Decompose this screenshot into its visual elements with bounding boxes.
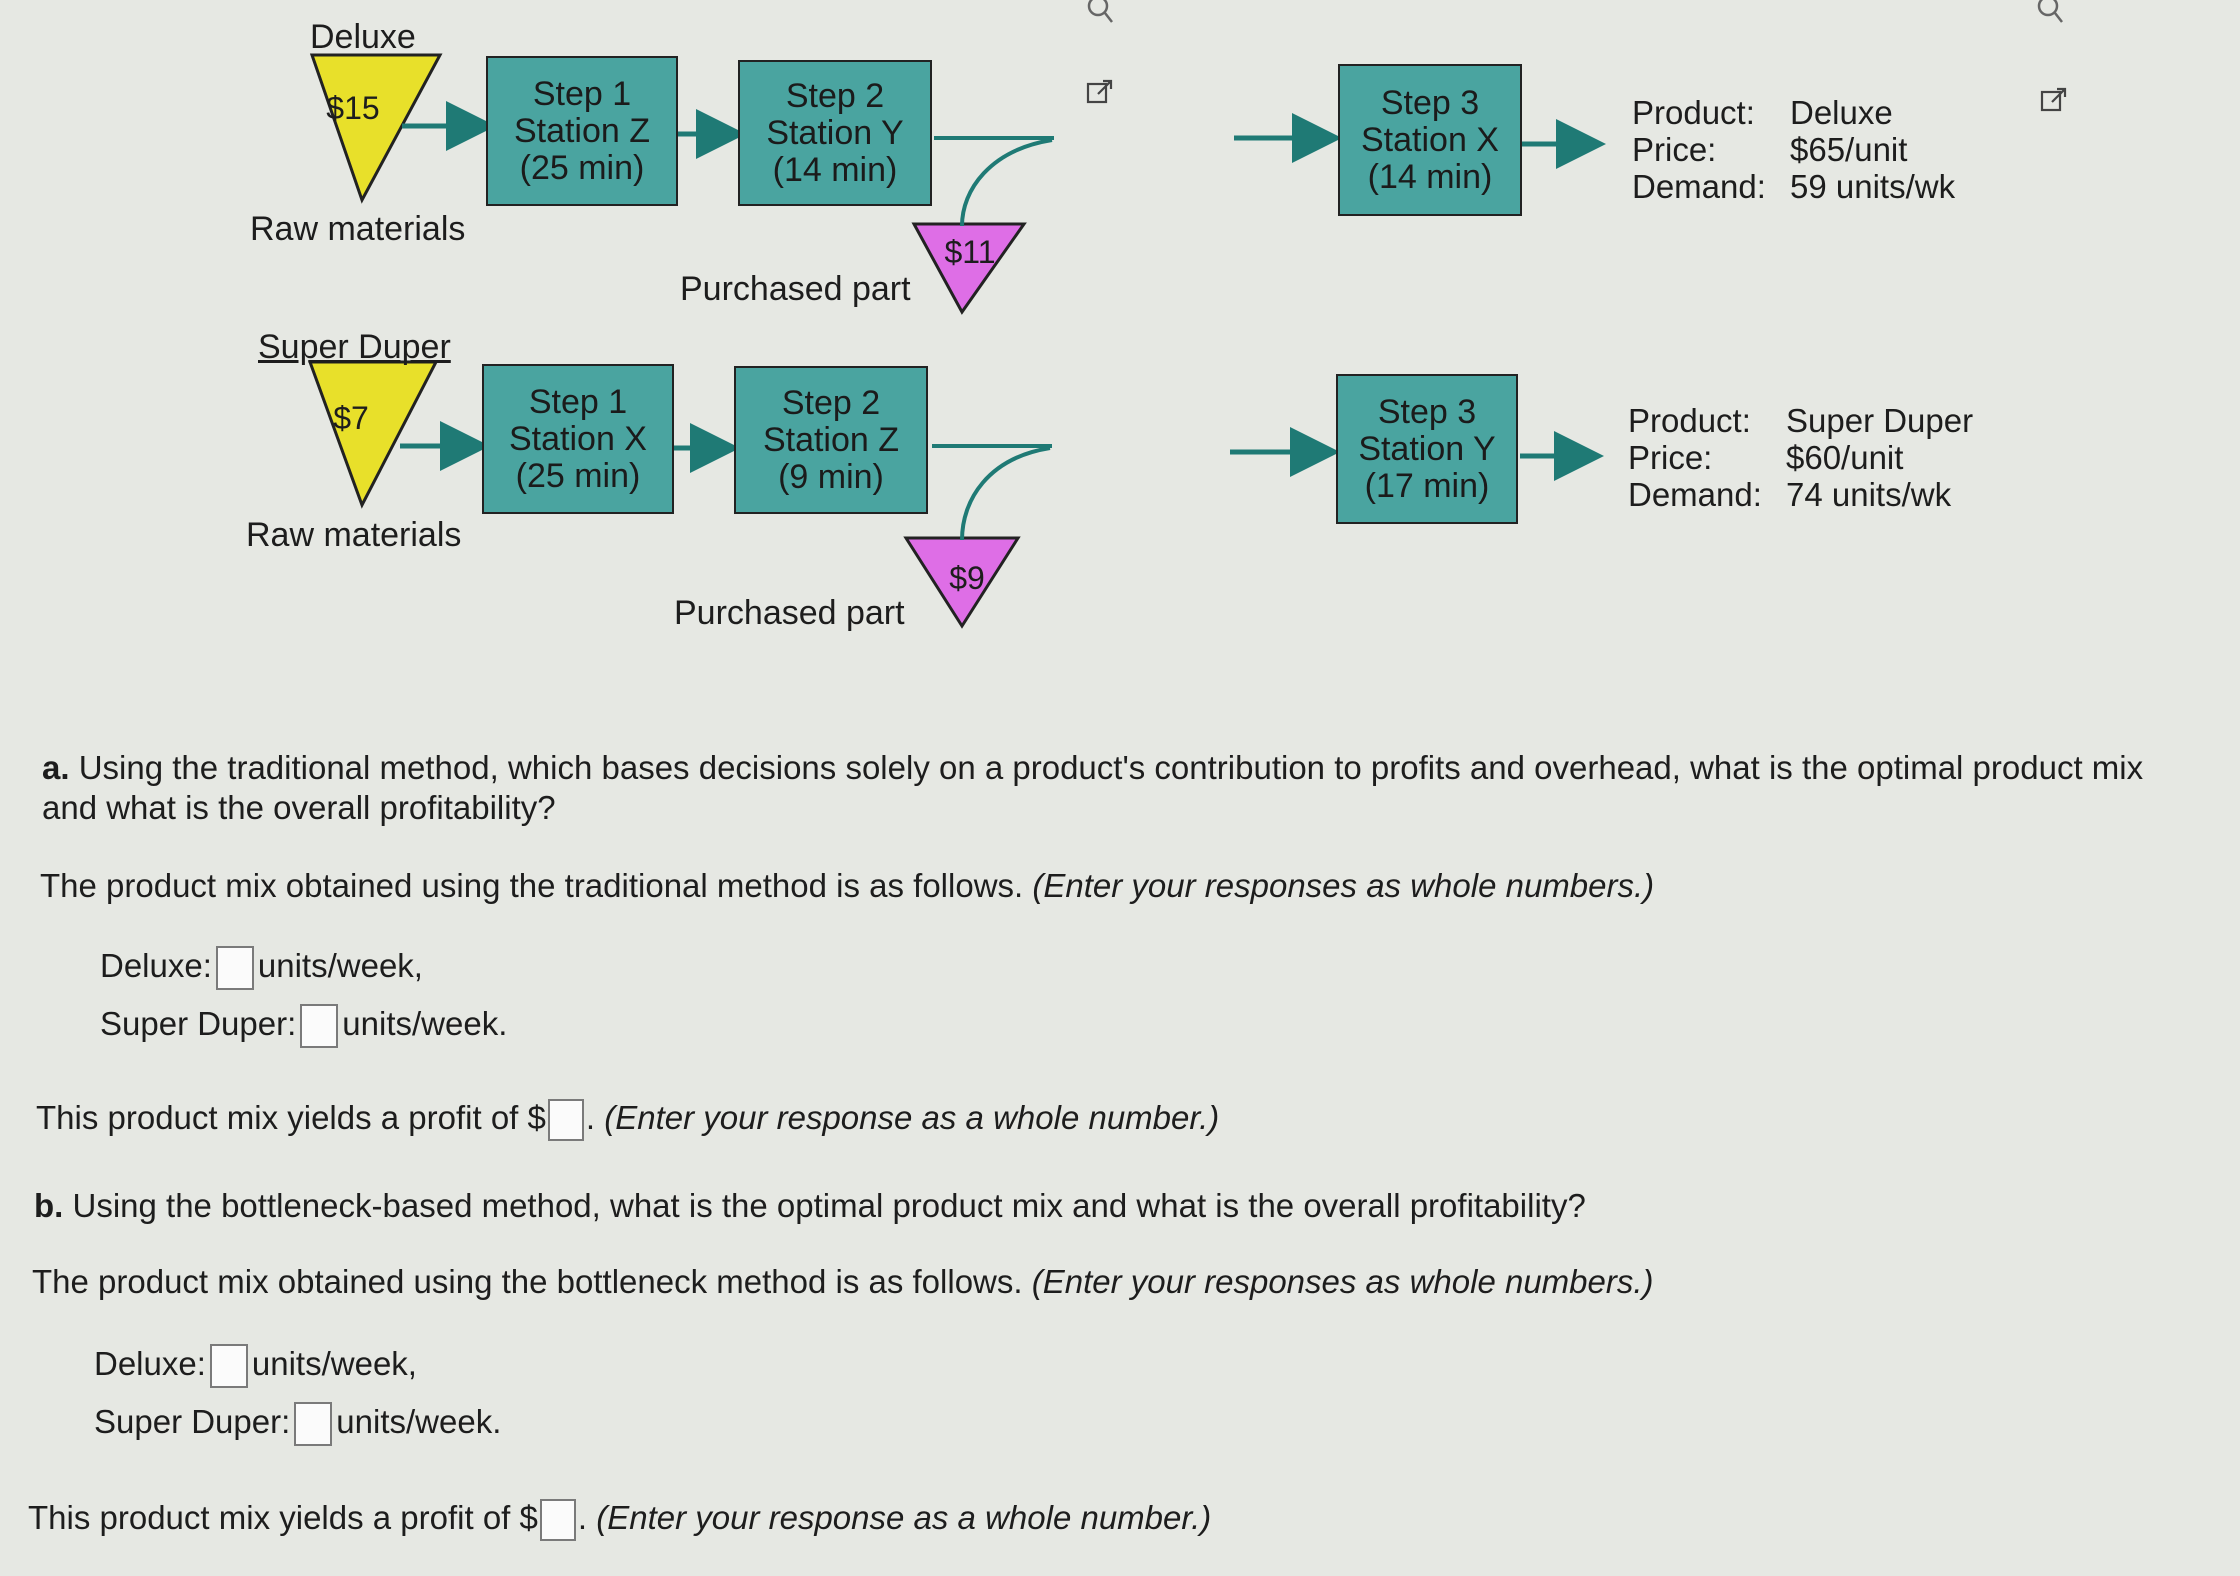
price-value: $65/unit: [1790, 131, 1908, 168]
deluxe-part-curve: [960, 138, 1053, 227]
a-deluxe-label: Deluxe:: [100, 947, 212, 984]
b-super-label: Super Duper:: [94, 1403, 291, 1440]
open-external-icon[interactable]: [1086, 78, 1114, 106]
station-name: Station Z: [762, 420, 900, 459]
b-deluxe-label: Deluxe:: [94, 1345, 206, 1382]
a-profit-text: This product mix yields a profit of $: [36, 1099, 546, 1136]
open-external-icon[interactable]: [2040, 86, 2068, 114]
super-product-label: Super Duper: [258, 328, 451, 366]
product-key: Product:: [1632, 94, 1755, 131]
part-a-text-1: Using the traditional method, which base…: [78, 749, 2144, 786]
b-super-unit: units/week.: [336, 1403, 502, 1440]
super-part-price: $9: [949, 560, 985, 596]
part-b-label: b.: [34, 1187, 64, 1224]
demand-key: Demand:: [1628, 476, 1762, 513]
a-profit-hint: (Enter your response as a whole number.): [604, 1099, 1220, 1136]
step-time: (14 min): [1367, 157, 1493, 196]
super-step1-box: Step 1 Station X (25 min): [482, 364, 674, 514]
demand-key: Demand:: [1632, 168, 1766, 205]
a-super-label: Super Duper:: [100, 1005, 297, 1042]
super-raw-materials-label: Raw materials: [246, 516, 462, 554]
step-title: Step 2: [785, 76, 885, 115]
station-name: Station X: [1361, 120, 1499, 159]
question-b-mix-line: The product mix obtained using the bottl…: [32, 1262, 1654, 1302]
step-time: (14 min): [772, 150, 898, 189]
a-super-unit: units/week.: [342, 1005, 508, 1042]
a-profit-row: This product mix yields a profit of $. (…: [36, 1098, 1220, 1142]
station-name: Station Z: [513, 111, 651, 150]
price-key: Price:: [1632, 131, 1717, 168]
super-purchased-part-label: Purchased part: [674, 594, 905, 632]
super-raw-materials-triangle: [307, 360, 439, 509]
question-a-line2: and what is the overall profitability?: [42, 789, 556, 826]
b-profit-row: This product mix yields a profit of $. (…: [28, 1498, 1212, 1542]
step-time: (9 min): [778, 457, 884, 496]
super-step3-box: Step 3 Station Y (17 min): [1336, 374, 1518, 524]
deluxe-product-info: Product: Deluxe Price: $65/unit Demand: 59 …: [1632, 94, 1955, 205]
part-b-mix-hint: (Enter your responses as whole numbers.): [1031, 1263, 1654, 1300]
super-step2-box: Step 2 Station Z (9 min): [734, 366, 928, 514]
deluxe-step1-box: Step 1 Station Z (25 min): [486, 56, 678, 206]
b-deluxe-unit: units/week,: [251, 1345, 417, 1382]
part-b-mix-text: The product mix obtained using the bottl…: [32, 1263, 1023, 1300]
a-deluxe-unit: units/week,: [257, 947, 423, 984]
product-value: Deluxe: [1790, 94, 1893, 131]
station-name: Station X: [509, 419, 647, 458]
step-title: Step 3: [1380, 83, 1480, 122]
price-key: Price:: [1628, 439, 1713, 476]
product-key: Product:: [1628, 402, 1751, 439]
process-flow-diagram: Deluxe $15 Raw materials Step 1 Station …: [0, 0, 2240, 700]
price-value: $60/unit: [1786, 439, 1904, 476]
deluxe-purchased-part-label: Purchased part: [680, 270, 911, 308]
deluxe-raw-price: $15: [326, 90, 380, 126]
a-profit-input[interactable]: [547, 1099, 584, 1142]
step-title: Step 1: [528, 382, 628, 421]
a-deluxe-input[interactable]: [215, 946, 254, 991]
question-a-line1: a. Using the traditional method, which b…: [42, 748, 2143, 788]
super-part-curve: [960, 446, 1051, 541]
demand-value: 74 units/wk: [1786, 476, 1952, 513]
a-super-input[interactable]: [300, 1004, 339, 1049]
b-deluxe-input[interactable]: [209, 1344, 248, 1389]
step-title: Step 3: [1377, 392, 1477, 431]
deluxe-purchased-part-triangle: [911, 222, 1027, 315]
demand-value: 59 units/wk: [1790, 168, 1956, 205]
b-super-input[interactable]: [294, 1402, 333, 1447]
super-product-info: Product: Super Duper Price: $60/unit Deman…: [1628, 402, 1973, 513]
b-profit-input[interactable]: [539, 1499, 576, 1542]
b-super-row: Super Duper: units/week.: [94, 1402, 502, 1447]
step-time: (25 min): [515, 456, 641, 495]
flow-connectors: [307, 53, 1606, 629]
a-deluxe-row: Deluxe: units/week,: [100, 946, 423, 991]
question-b-line: b. Using the bottleneck-based method, wh…: [34, 1186, 1586, 1226]
step-time: (17 min): [1364, 466, 1490, 505]
part-a-label: a.: [42, 749, 70, 786]
super-raw-price: $7: [333, 400, 369, 436]
part-a-mix-hint: (Enter your responses as whole numbers.): [1032, 867, 1655, 904]
a-super-row: Super Duper: units/week.: [100, 1004, 508, 1049]
b-profit-hint: (Enter your response as a whole number.): [596, 1499, 1212, 1536]
deluxe-raw-materials-triangle: [309, 53, 443, 204]
deluxe-part-price: $11: [944, 234, 996, 270]
zoom-icon[interactable]: [2036, 0, 2064, 28]
deluxe-step2-box: Step 2 Station Y (14 min): [738, 60, 932, 206]
deluxe-product-label: Deluxe: [310, 18, 416, 56]
zoom-icon[interactable]: [1086, 0, 1114, 28]
question-a-mix-line: The product mix obtained using the tradi…: [40, 866, 1654, 906]
product-value: Super Duper: [1786, 402, 1974, 439]
part-a-mix-text: The product mix obtained using the tradi…: [40, 867, 1024, 904]
deluxe-raw-materials-label: Raw materials: [250, 210, 466, 248]
step-time: (25 min): [519, 148, 645, 187]
step-title: Step 1: [532, 74, 632, 113]
station-name: Station Y: [766, 113, 904, 152]
b-deluxe-row: Deluxe: units/week,: [94, 1344, 417, 1389]
b-profit-text: This product mix yields a profit of $: [28, 1499, 538, 1536]
part-b-text: Using the bottleneck-based method, what …: [72, 1187, 1586, 1224]
station-name: Station Y: [1358, 429, 1496, 468]
step-title: Step 2: [781, 383, 881, 422]
deluxe-step3-box: Step 3 Station X (14 min): [1338, 64, 1522, 216]
